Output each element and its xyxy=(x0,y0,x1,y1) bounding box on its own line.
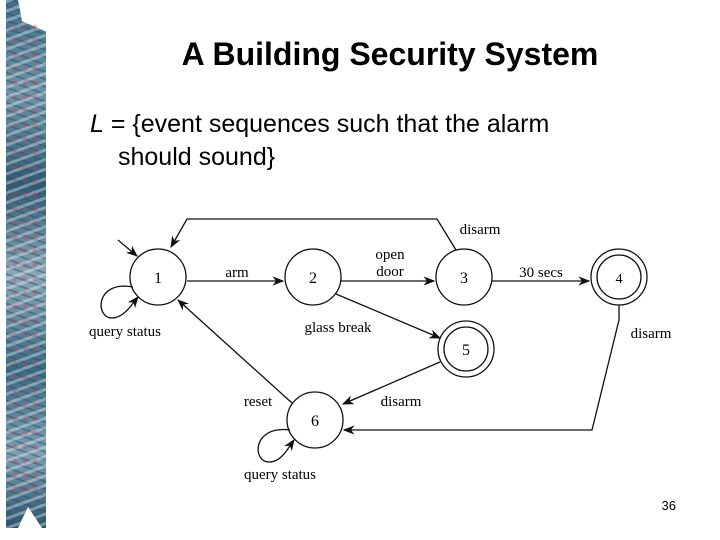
definition-line-2: should sound} xyxy=(118,143,276,171)
start-arrow xyxy=(117,239,138,257)
transition-5-6-label: disarm xyxy=(381,394,422,410)
transition-3-1-label: disarm xyxy=(460,222,501,238)
definition-line-1: = {event sequences such that the alarm xyxy=(103,110,550,138)
state-4: 4 xyxy=(590,248,648,306)
slide-title: A Building Security System xyxy=(181,36,599,72)
state-6-label: 6 xyxy=(311,413,319,430)
state-1: 1 xyxy=(129,248,187,306)
state-5: 5 xyxy=(437,320,495,378)
transition-2-5-label: glass break xyxy=(304,320,372,336)
transition-6-6-label: query status xyxy=(244,467,316,483)
language-symbol: L xyxy=(90,110,104,138)
transition-1-1-label: query status xyxy=(89,324,161,340)
state-3: 3 xyxy=(435,248,493,306)
transition-1-2-label: arm xyxy=(225,265,249,281)
state-3-label: 3 xyxy=(460,270,468,287)
decorative-strip-pattern xyxy=(10,20,40,500)
transition-4-6-label: disarm xyxy=(631,326,672,342)
transition-3-4-label: 30 secs xyxy=(519,265,563,281)
state-4-label: 4 xyxy=(616,272,623,287)
slide-number: 36 xyxy=(661,498,676,513)
state-2: 2 xyxy=(284,248,342,306)
transition-5-6 xyxy=(341,361,441,405)
decorative-side-strip xyxy=(6,0,46,528)
transition-2-3-label-line-1: open xyxy=(375,247,405,263)
transition-6-1-label: reset xyxy=(244,394,273,410)
transition-2-5 xyxy=(335,293,442,339)
state-5-label: 5 xyxy=(462,342,470,359)
transition-4-6 xyxy=(342,305,620,435)
state-6: 6 xyxy=(286,391,344,449)
transition-6-6-loop xyxy=(257,429,295,463)
state-1-label: 1 xyxy=(154,270,162,287)
transition-6-1 xyxy=(177,299,293,404)
transition-3-1 xyxy=(170,218,457,251)
language-definition: L = {event sequences such that the alarm… xyxy=(90,108,690,174)
transition-1-1-loop xyxy=(100,285,139,319)
state-2-label: 2 xyxy=(309,270,317,287)
transition-2-3-label-line-2: door xyxy=(376,264,404,280)
